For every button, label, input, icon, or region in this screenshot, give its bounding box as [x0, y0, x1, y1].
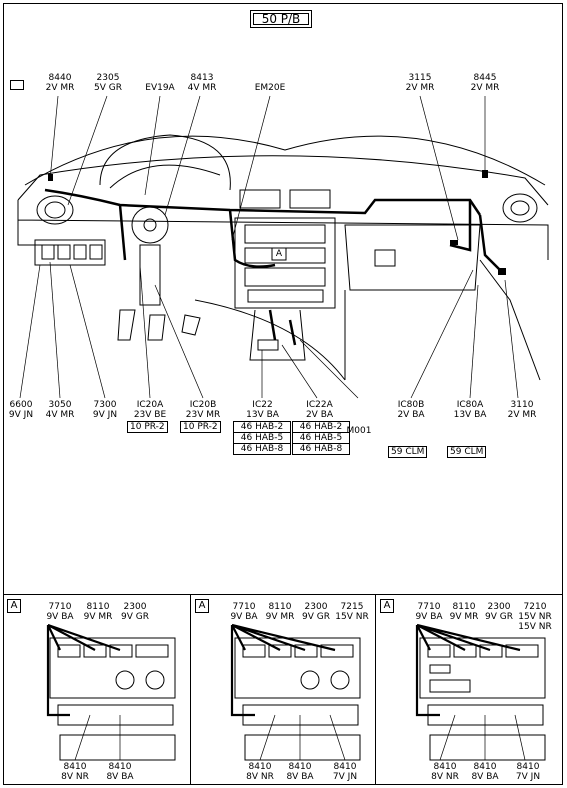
- page-frame: [3, 3, 563, 785]
- panel-divider: [375, 594, 376, 785]
- panel-a-letter: A: [7, 599, 21, 613]
- ref-box: 46 HAB-8: [292, 443, 350, 455]
- ref-box: 59 CLM: [447, 446, 487, 458]
- ref-box: 59 CLM: [388, 446, 428, 458]
- small-connector-icon: [10, 80, 24, 90]
- ref-box: 46 HAB-8: [233, 443, 291, 455]
- ref-box: 10 PR-2: [127, 421, 168, 433]
- panel-divider: [190, 594, 191, 785]
- panel-separator: [3, 594, 563, 595]
- diagram-title: 50 P/B: [250, 10, 312, 28]
- label-em20e: EM20E: [254, 83, 286, 93]
- callout-a: A: [275, 249, 283, 259]
- label-ev19a: EV19A: [145, 83, 175, 93]
- panel-a-letter: A: [195, 599, 209, 613]
- panel-a-letter: A: [380, 599, 394, 613]
- label-m001: M001: [346, 426, 372, 436]
- ref-box: 10 PR-2: [180, 421, 221, 433]
